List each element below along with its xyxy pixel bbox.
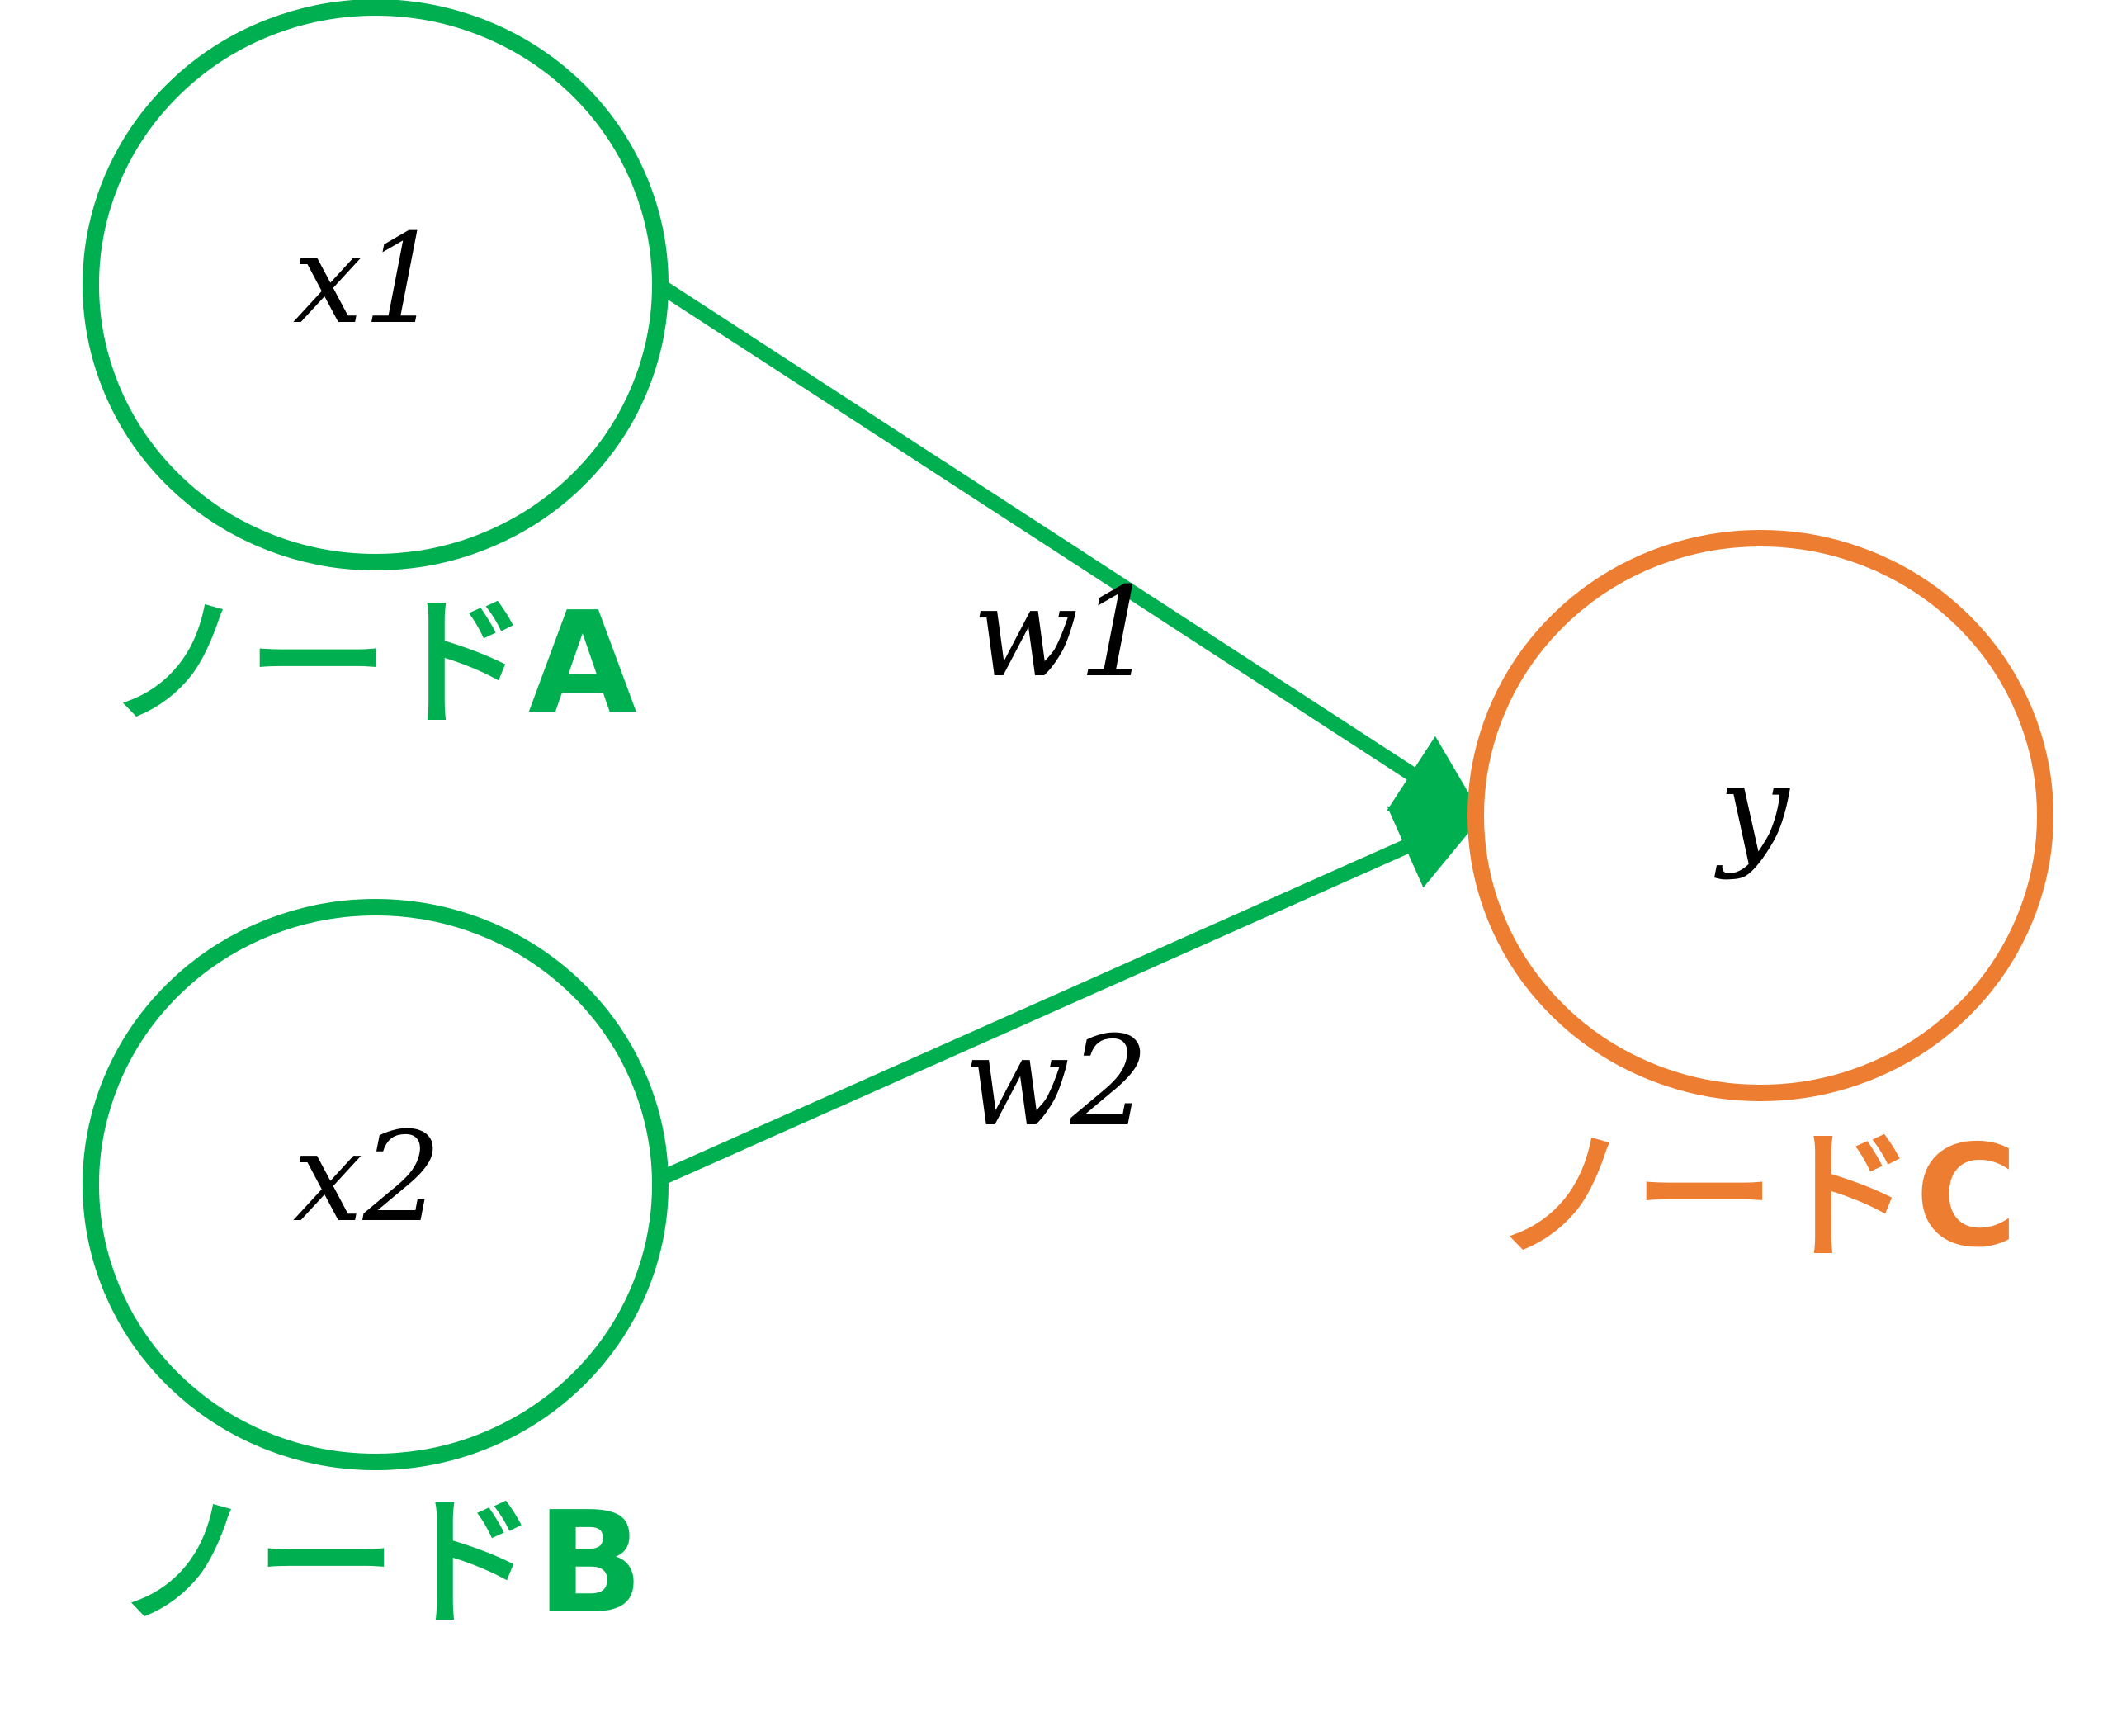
node-c-name: ノードC [1494,1115,2018,1279]
edge-a-to-c [652,277,1486,822]
node-b-circle [83,899,669,1470]
node-a-var-label: x1 [293,208,442,352]
node-b-var-label: x2 [293,1106,442,1250]
node-a-name: ノードA [107,582,637,745]
weight-w1-label: w1 [972,561,1157,705]
node-a-circle [83,0,669,570]
node-b-name: ノードB [116,1482,644,1645]
edge-b-to-c [653,806,1487,1188]
node-c-var-label: y [1714,738,1791,882]
node-c-circle [1467,530,2053,1101]
weight-w2-label: w2 [964,1010,1149,1154]
